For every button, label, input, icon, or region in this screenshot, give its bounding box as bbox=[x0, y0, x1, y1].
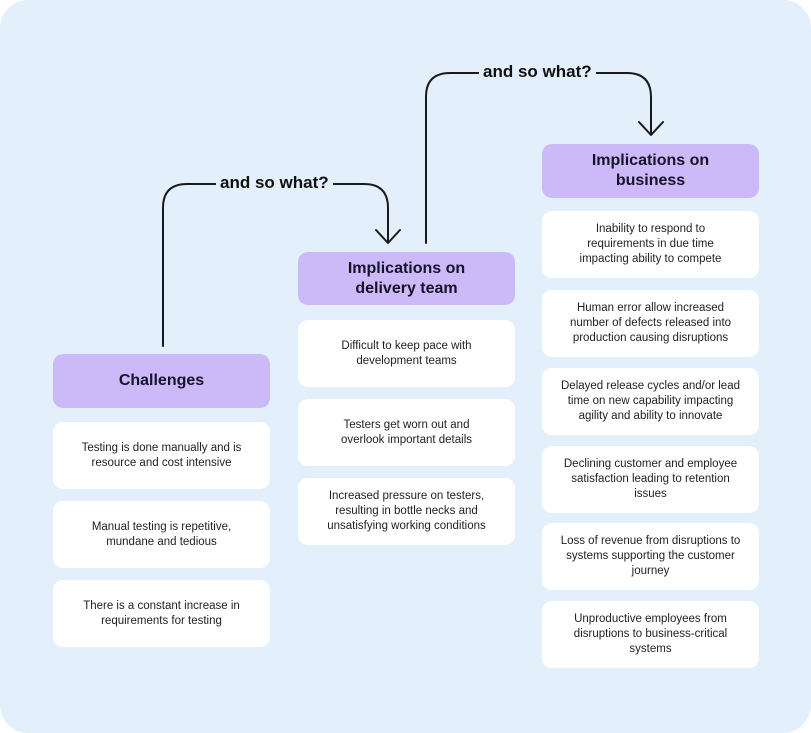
challenges-card: There is a constant increase in requirem… bbox=[53, 580, 270, 647]
business-card: Declining customer and employee satisfac… bbox=[542, 446, 759, 513]
challenges-card: Manual testing is repetitive, mundane an… bbox=[53, 501, 270, 568]
business-card: Loss of revenue from disruptions to syst… bbox=[542, 523, 759, 590]
business-header: Implications on business bbox=[542, 144, 759, 198]
delivery-card: Testers get worn out and overlook import… bbox=[298, 399, 515, 466]
business-card: Unproductive employees from disruptions … bbox=[542, 601, 759, 668]
business-column: Implications on business Inability to re… bbox=[542, 144, 759, 668]
business-card: Human error allow increased number of de… bbox=[542, 290, 759, 357]
challenges-column: Challenges Testing is done manually and … bbox=[53, 354, 270, 647]
arrowhead-business bbox=[638, 121, 664, 136]
delivery-card: Increased pressure on testers, resulting… bbox=[298, 478, 515, 545]
delivery-card: Difficult to keep pace with development … bbox=[298, 320, 515, 387]
link-label-delivery-to-business: and so what? bbox=[479, 62, 596, 82]
business-card: Delayed release cycles and/or lead time … bbox=[542, 368, 759, 435]
business-card: Inability to respond to requirements in … bbox=[542, 211, 759, 278]
challenges-header: Challenges bbox=[53, 354, 270, 408]
challenges-card: Testing is done manually and is resource… bbox=[53, 422, 270, 489]
arrowhead-delivery bbox=[375, 229, 401, 244]
link-label-challenges-to-delivery: and so what? bbox=[216, 173, 333, 193]
delivery-header: Implications on delivery team bbox=[298, 252, 515, 305]
delivery-column: Implications on delivery team Difficult … bbox=[298, 252, 515, 545]
